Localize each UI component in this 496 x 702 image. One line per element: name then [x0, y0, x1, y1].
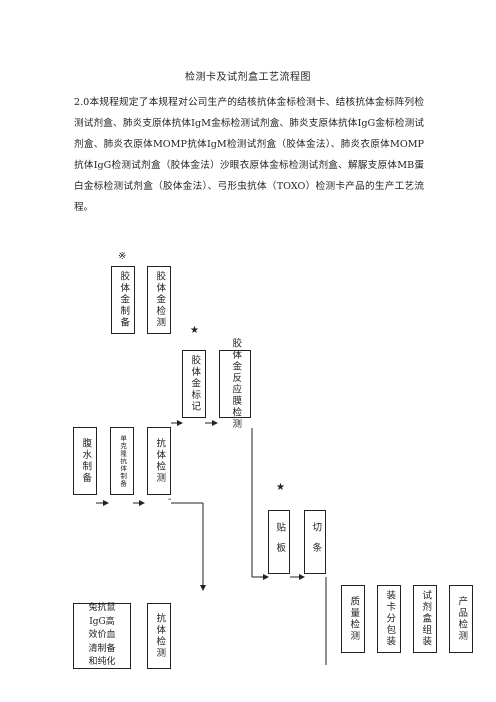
step-antibody-test: 抗体检测: [147, 427, 171, 495]
document-title: 检测卡及试剂盒工艺流程图: [185, 72, 311, 83]
key-step-star: ★: [190, 325, 199, 336]
step-kit-assembly: 试剂盒组装: [413, 585, 437, 653]
step-mab-prep: 单克隆抗体制备: [110, 427, 134, 495]
step-paste-board: 贴板: [268, 510, 290, 574]
step-colloid-gold-label: 胶体金标记: [182, 350, 206, 418]
step-membrane-test: 胶体金反应膜检测: [219, 338, 251, 430]
step-card-packing: 装卡分包装: [377, 585, 401, 653]
reference-mark: ※: [118, 251, 127, 262]
step-quality-test: 质量检测: [341, 585, 365, 653]
step-product-test: 产品检测: [449, 585, 473, 653]
step-rabbit-igg-prep: 兔抗鼠 IgG高 效价血 清制备 和纯化: [73, 603, 131, 669]
key-step-star: ★: [276, 482, 285, 493]
step-ascites-prep: 腹水制备: [73, 427, 97, 495]
dash-mark: -: [168, 494, 172, 505]
step-antibody-test: 抗体检测: [147, 603, 171, 669]
scope-paragraph: 2.0本规程规定了本规程对公司生产的结核抗体金标检测卡、结核抗体金标阵列检测试剂…: [74, 97, 424, 213]
step-colloid-gold-test: 胶体金检测: [147, 266, 171, 334]
step-cut-strip: 切条: [304, 510, 326, 574]
step-colloid-gold-prep: 胶体金制备: [111, 266, 135, 334]
